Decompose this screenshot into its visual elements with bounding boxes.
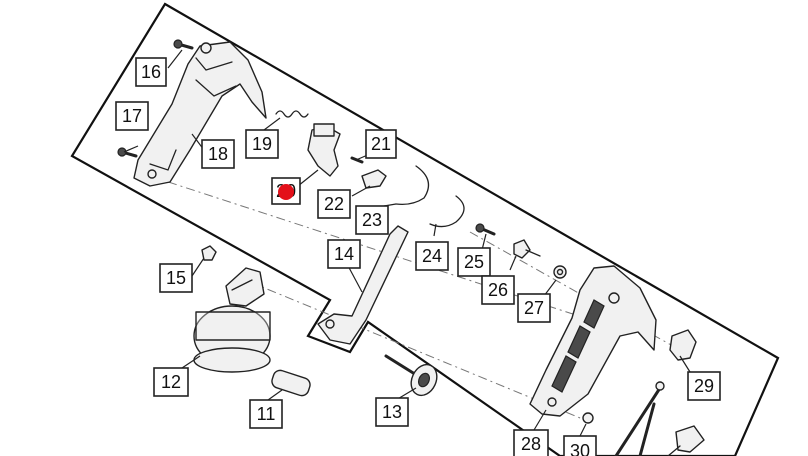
svg-text:29: 29 xyxy=(694,376,714,396)
part-12-clamp xyxy=(193,267,271,373)
svg-text:25: 25 xyxy=(464,252,484,272)
svg-text:23: 23 xyxy=(362,210,382,230)
part-23-wire xyxy=(395,165,430,206)
part-label-25: 25 xyxy=(457,247,491,277)
part-26-wing-bolt xyxy=(513,239,541,259)
part-label-20: 20 xyxy=(271,177,301,205)
part-24-wire xyxy=(429,195,465,228)
part-label-29: 29 xyxy=(687,371,721,401)
svg-text:14: 14 xyxy=(334,244,354,264)
part-13-knob-bolt xyxy=(384,354,438,397)
part-label-15: 15 xyxy=(159,263,193,293)
part-label-24: 24 xyxy=(415,241,449,271)
part-22-lock xyxy=(361,169,387,189)
svg-text:24: 24 xyxy=(422,246,442,266)
part-label-17: 17 xyxy=(115,101,149,131)
highlight-marker xyxy=(278,184,294,200)
svg-text:13: 13 xyxy=(382,402,402,422)
part-label-27: 27 xyxy=(517,293,551,323)
svg-text:21: 21 xyxy=(371,134,391,154)
svg-text:26: 26 xyxy=(488,280,508,300)
svg-text:28: 28 xyxy=(521,434,541,454)
svg-text:12: 12 xyxy=(161,372,181,392)
part-30-nut xyxy=(582,412,594,424)
part-17-screw xyxy=(117,147,138,158)
part-label-26: 26 xyxy=(481,275,515,305)
svg-text:11: 11 xyxy=(257,404,276,424)
part-label-19: 19 xyxy=(245,129,279,159)
part-label-14: 14 xyxy=(327,239,361,269)
part-29-cap xyxy=(669,329,697,361)
part-27-washer xyxy=(553,265,567,279)
part-16-screw xyxy=(173,39,194,50)
part-19-spring xyxy=(275,110,309,118)
part-20-trigger xyxy=(307,123,341,177)
part-label-21: 21 xyxy=(365,129,397,159)
part-label-13: 13 xyxy=(375,397,409,427)
svg-text:30: 30 xyxy=(570,441,590,456)
part-label-16: 16 xyxy=(135,57,167,87)
axis-line-right xyxy=(469,231,681,351)
part-11-gasket xyxy=(271,369,311,397)
part-28-rear-handle xyxy=(529,265,657,417)
svg-text:19: 19 xyxy=(252,134,272,154)
svg-text:22: 22 xyxy=(324,194,344,214)
part-18-handle-housing xyxy=(133,41,267,187)
svg-text:16: 16 xyxy=(141,62,161,82)
part-label-23: 23 xyxy=(355,205,389,235)
part-label-11: 11 xyxy=(249,399,283,429)
svg-text:18: 18 xyxy=(208,144,228,164)
part-label-18: 18 xyxy=(201,139,235,169)
part-label-22: 22 xyxy=(317,189,351,219)
part-label-12: 12 xyxy=(153,367,189,397)
svg-text:27: 27 xyxy=(524,298,544,318)
part-15-nut xyxy=(201,245,217,261)
cable-assembly xyxy=(614,381,705,456)
part-25-screw xyxy=(475,223,496,236)
svg-text:15: 15 xyxy=(166,268,186,288)
part-label-28: 28 xyxy=(513,429,549,456)
part-14-bracket xyxy=(317,225,409,345)
svg-text:17: 17 xyxy=(122,106,142,126)
part-label-30: 30 xyxy=(563,435,597,456)
axis-line-lower xyxy=(249,281,586,421)
